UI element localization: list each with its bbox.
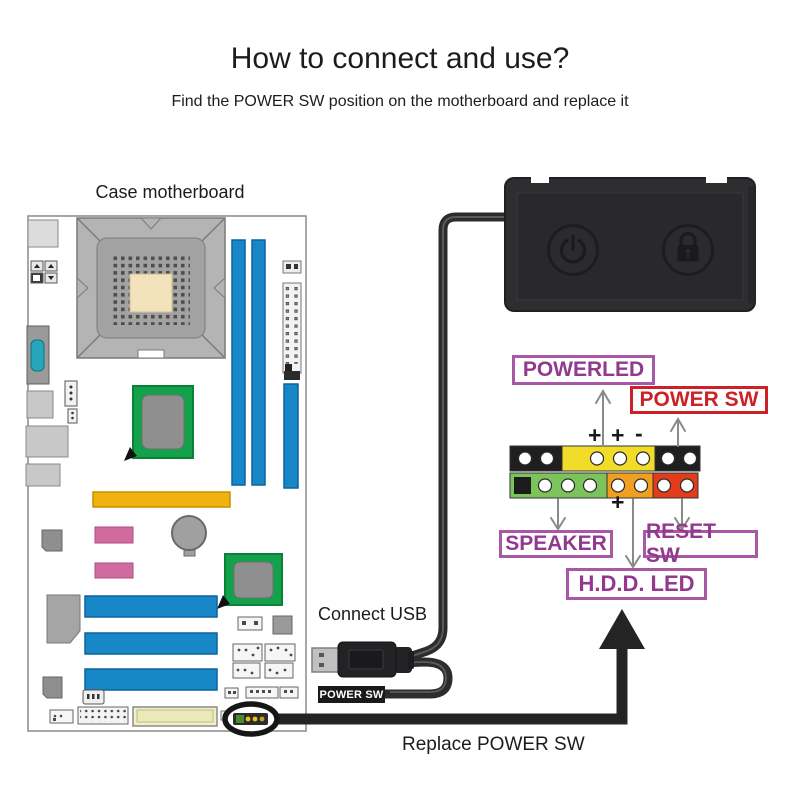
hdd-led-label-box: H.D.D. LED (566, 568, 707, 600)
page-subtitle: Find the POWER SW position on the mother… (171, 93, 629, 110)
motherboard-illustration (25, 215, 307, 732)
pci-slots (84, 595, 218, 691)
connect-usb-label: Connect USB (318, 604, 428, 624)
front-panel-header-highlight (222, 701, 280, 737)
northbridge-chip (124, 385, 194, 461)
ram-slots (231, 239, 266, 486)
usb-plug (311, 641, 414, 678)
pink-slot-2 (94, 562, 134, 579)
agp-slot (92, 491, 231, 508)
io-ports (25, 219, 69, 487)
polarity-minus: - (635, 420, 643, 446)
power-icon (559, 234, 587, 264)
small-chip-2 (42, 676, 63, 699)
cable-power-sw (385, 657, 453, 699)
power-button (547, 224, 599, 276)
cream-slot (132, 706, 218, 727)
small-chip (41, 529, 63, 552)
pink-slot-1 (94, 526, 134, 544)
switch-device (504, 176, 756, 312)
page-title: How to connect and use? (230, 42, 570, 75)
audio-jacks (30, 260, 58, 284)
polarity-plus-1: + (588, 422, 602, 448)
southbridge-chip (217, 553, 283, 609)
lock-icon (677, 231, 699, 262)
polarity-plus-bottom: + (611, 489, 625, 515)
power-sw-label-box: POWER SW (630, 386, 768, 414)
speaker-label-box: SPEAKER (499, 530, 613, 558)
slot-cap (284, 371, 300, 380)
motherboard-label: Case motherboard (95, 182, 245, 202)
indicator-arrows (550, 389, 690, 569)
fp-header (509, 445, 701, 499)
powerled-label-box: POWERLED (512, 355, 655, 385)
pin-block (77, 706, 129, 725)
right-slot (283, 383, 299, 489)
bracket-chip (46, 594, 81, 644)
cmos-battery (171, 515, 207, 557)
vga-port (26, 325, 50, 385)
polarity-plus-2: + (611, 422, 625, 448)
fan-header-3pin (82, 689, 105, 705)
cpu-socket (76, 217, 226, 359)
power-sw-cable-tag: POWER SW (318, 686, 385, 703)
atx-connector (282, 282, 302, 374)
cable-usb (400, 212, 505, 664)
small-connector (282, 260, 302, 274)
jumper (67, 408, 78, 424)
replace-power-sw-label: Replace POWER SW (402, 734, 585, 755)
reset-sw-label-box: RESET SW (643, 520, 758, 567)
replace-cable-arrow (260, 609, 645, 725)
lock-button (662, 224, 714, 276)
